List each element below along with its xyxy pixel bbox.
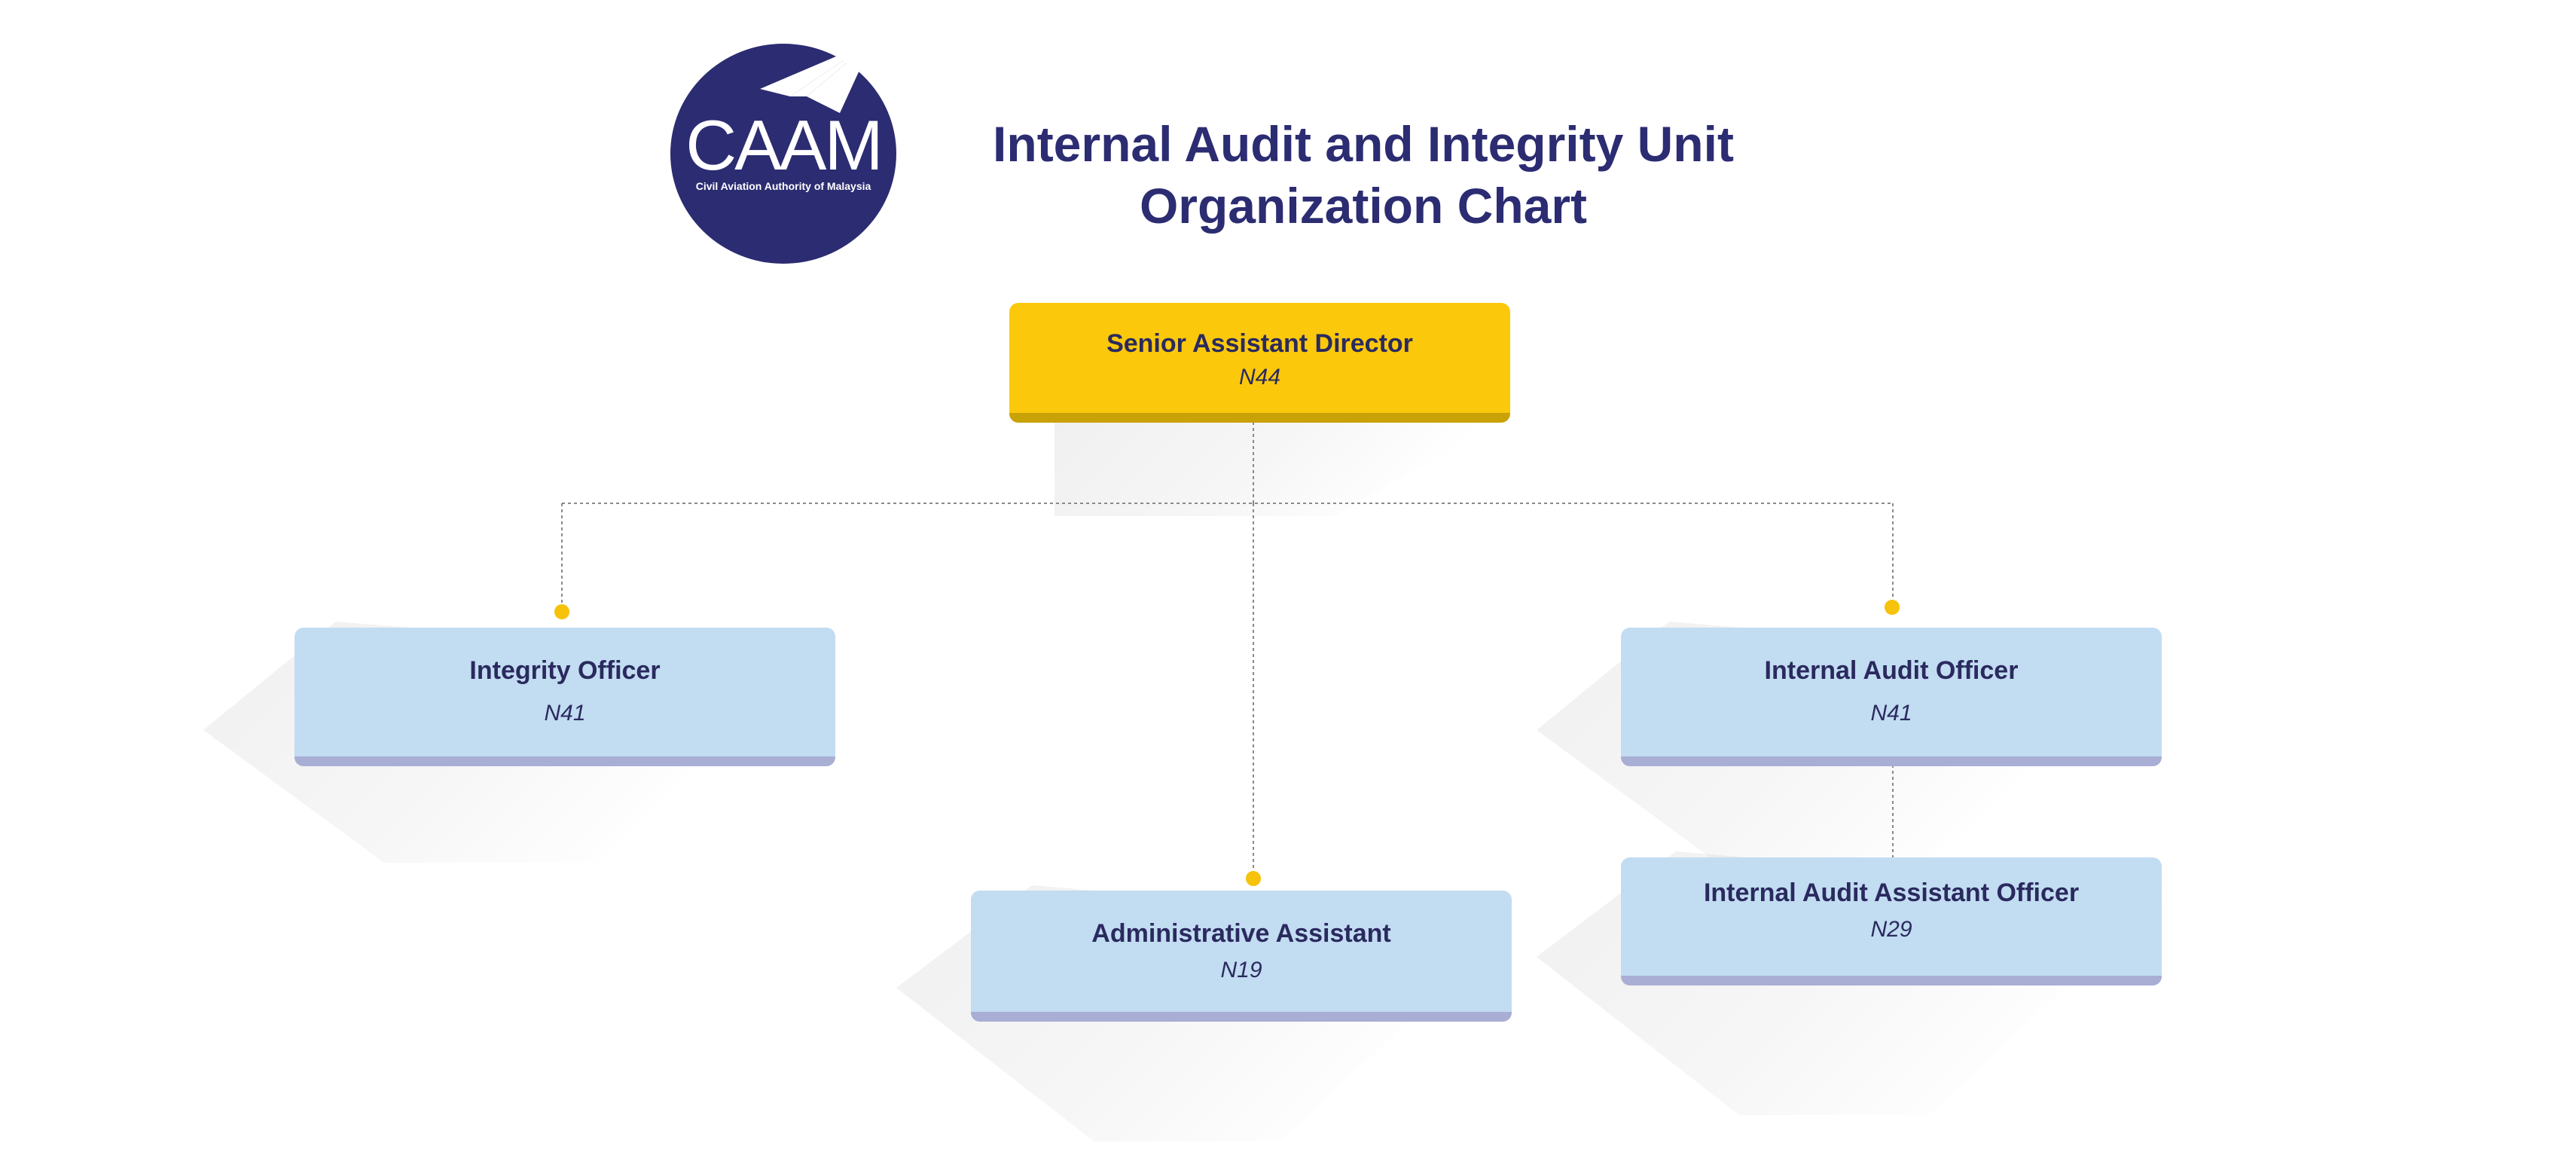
page-title-line1: Internal Audit and Integrity Unit	[993, 116, 1734, 172]
role-title: Integrity Officer	[469, 656, 661, 685]
grade-label: N44	[1238, 365, 1281, 390]
grade-label: N41	[544, 701, 586, 726]
connector-dot-integrity	[554, 604, 569, 619]
org-node-administrative-assistant: Administrative Assistant N19	[971, 891, 1512, 1022]
caam-logo-emblem	[670, 41, 896, 264]
page-title: Internal Audit and Integrity Unit Organi…	[919, 113, 1808, 237]
role-title: Administrative Assistant	[1091, 919, 1391, 948]
connector-dot-audit	[1885, 600, 1900, 615]
org-node-integrity-officer: Integrity Officer N41	[295, 628, 835, 766]
grade-label: N29	[1870, 917, 1912, 942]
grade-label: N41	[1870, 701, 1912, 726]
org-node-internal-audit-officer: Internal Audit Officer N41	[1621, 628, 2162, 766]
org-node-internal-audit-assistant-officer: Internal Audit Assistant Officer N29	[1621, 857, 2162, 985]
org-node-senior-assistant-director: Senior Assistant Director N44	[1009, 303, 1510, 423]
role-title: Senior Assistant Director	[1106, 329, 1413, 358]
logo-wordmark: CAAM	[685, 105, 884, 185]
connector-dot-admin	[1246, 871, 1261, 886]
logo-subtitle: Civil Aviation Authority of Malaysia	[695, 180, 871, 192]
role-title: Internal Audit Assistant Officer	[1703, 879, 2080, 907]
caam-logo: CAAM Civil Aviation Authority of Malaysi…	[670, 41, 897, 265]
page-title-line2: Organization Chart	[1139, 178, 1588, 234]
grade-label: N19	[1220, 958, 1262, 982]
role-title: Internal Audit Officer	[1764, 656, 2019, 685]
